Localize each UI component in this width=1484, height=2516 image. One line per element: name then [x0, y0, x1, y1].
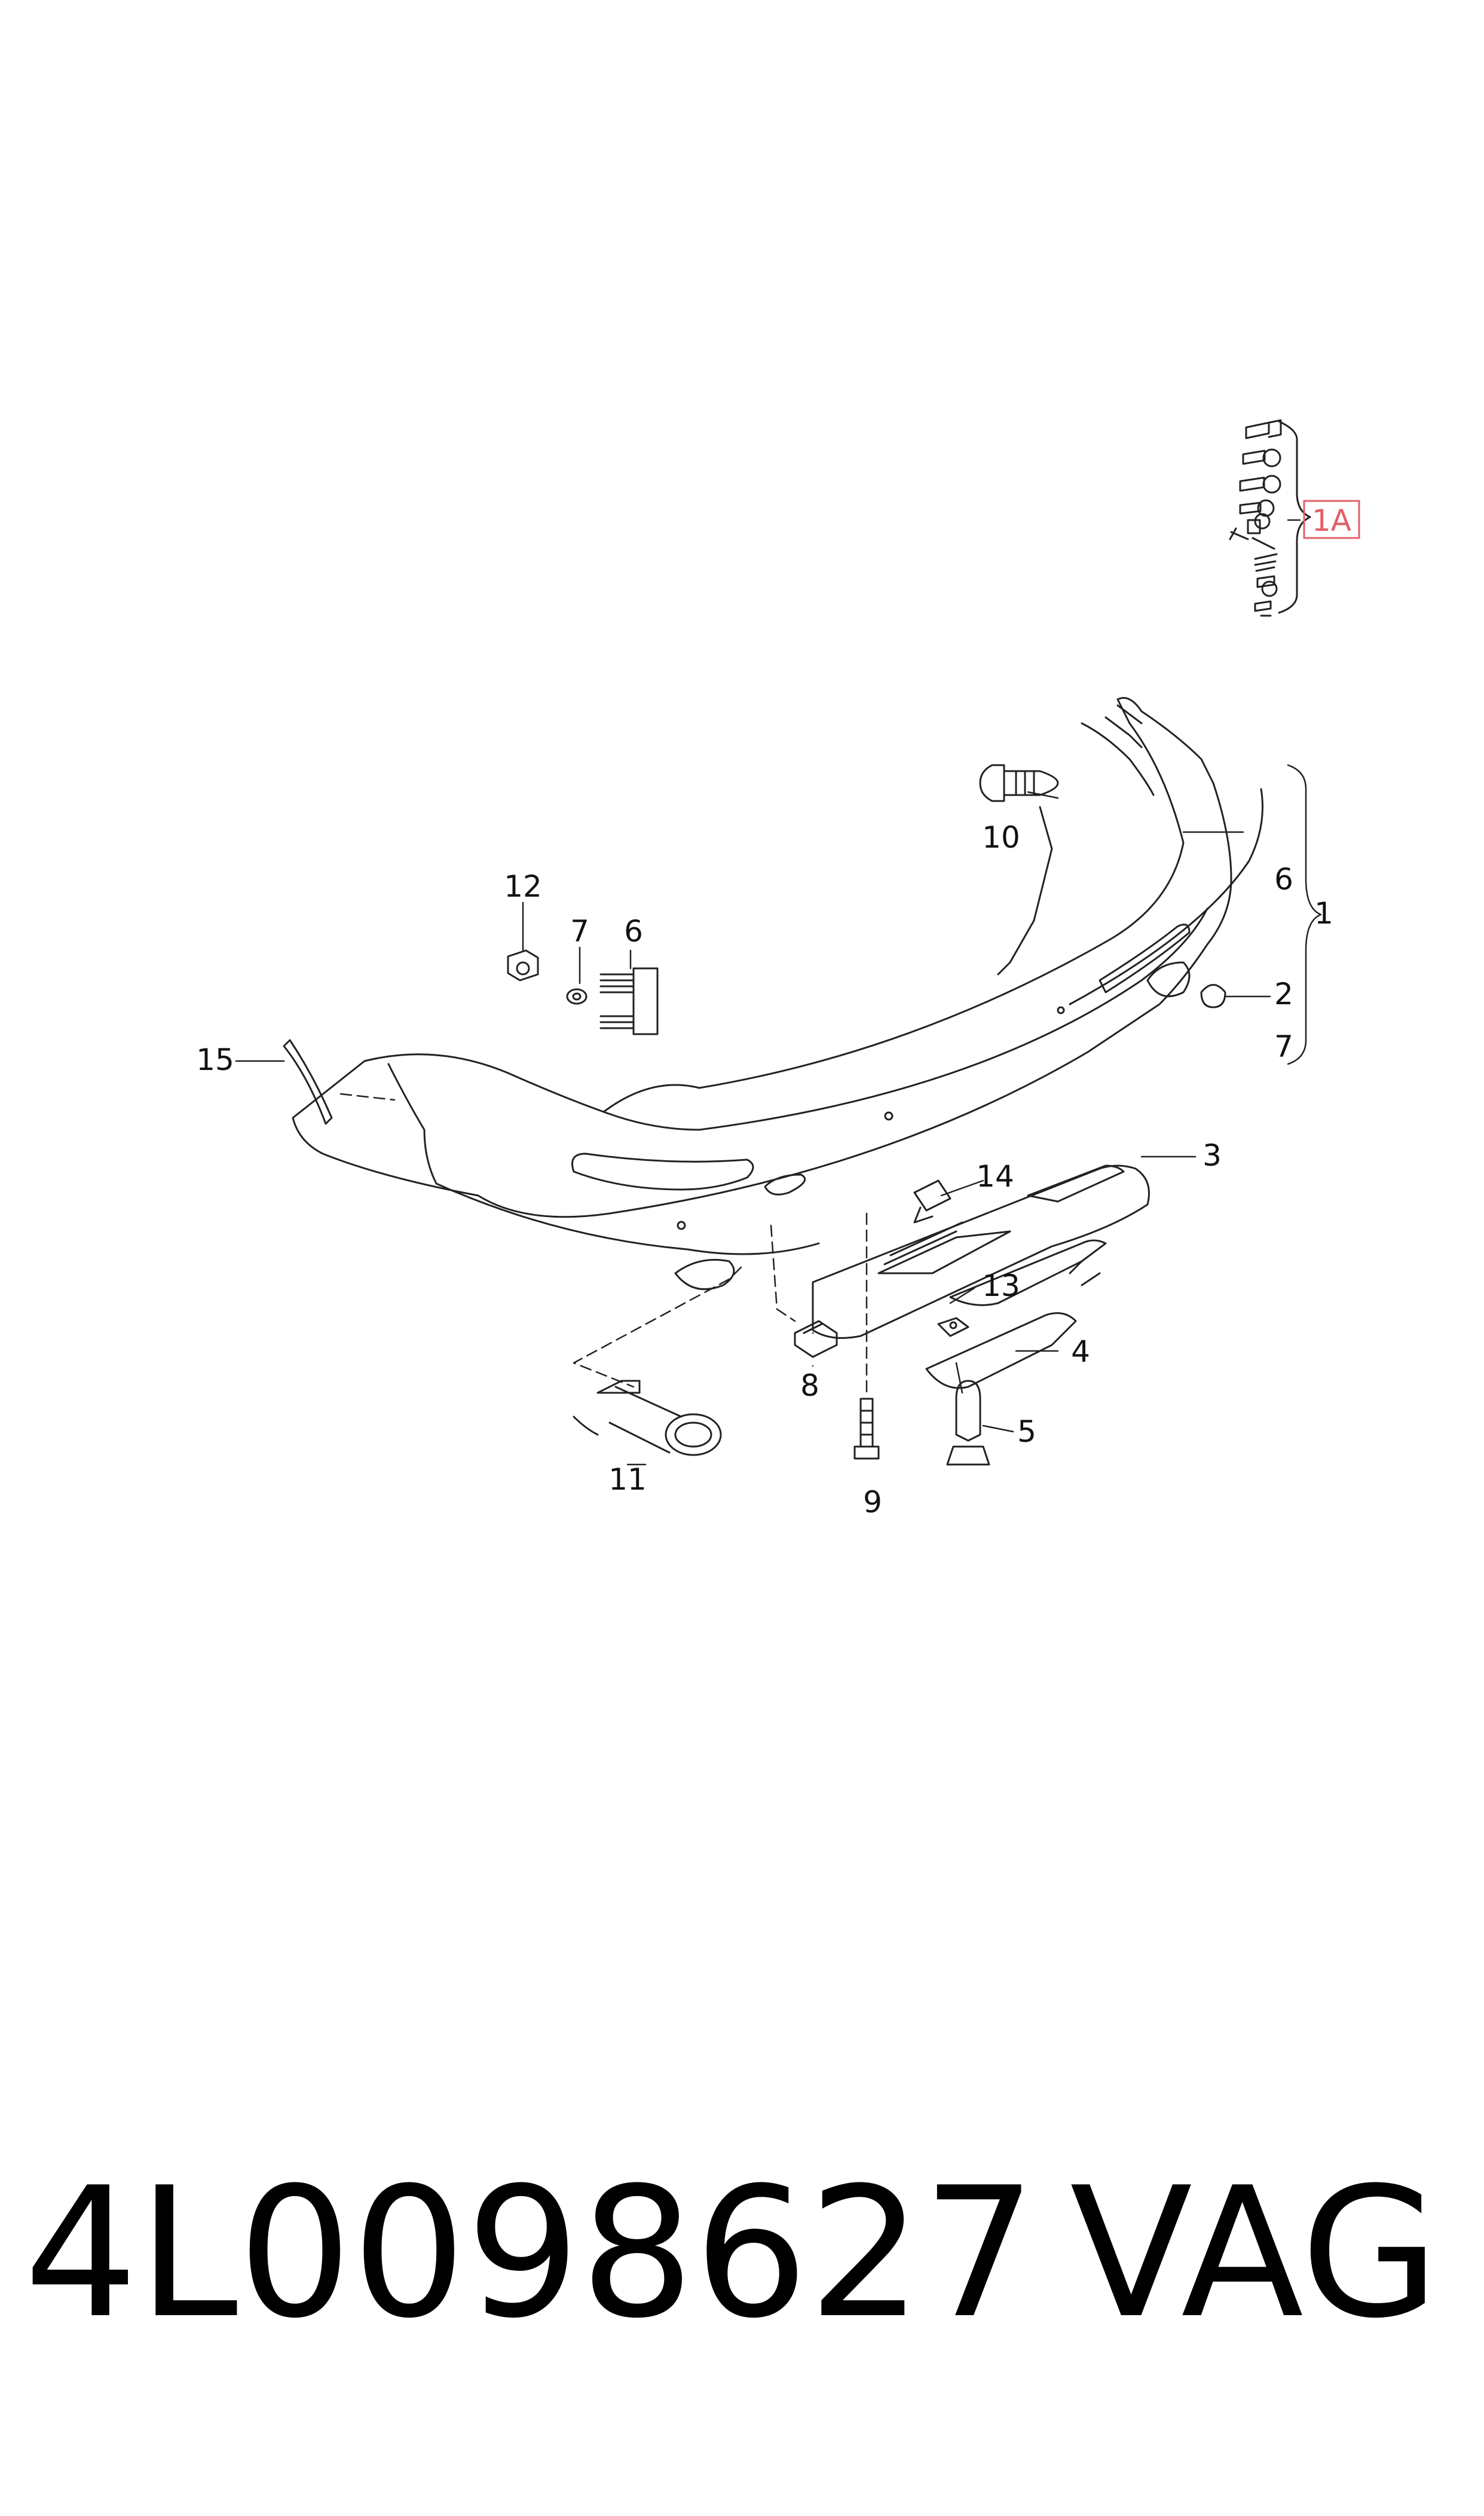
rear-bumper-illustration	[292, 697, 1263, 1291]
callout-1a: 1A	[1312, 503, 1351, 538]
callout-11: 11	[608, 1462, 647, 1497]
callout-15: 15	[196, 1043, 234, 1077]
part-number: 4L0098627	[24, 2149, 1037, 2358]
callout-9: 9	[863, 1485, 882, 1520]
hook-clip-5-illustration	[946, 1380, 990, 1466]
callout-6-right: 6	[1274, 862, 1293, 897]
callout-4: 4	[1071, 1334, 1090, 1369]
callout-2: 2	[1274, 977, 1293, 1011]
clip-nut-8-illustration	[794, 1320, 838, 1358]
callout-12: 12	[504, 869, 542, 904]
plug-2-illustration	[1200, 984, 1226, 1008]
callout-leader-lines	[235, 519, 1322, 1466]
trim-strip-illustration	[283, 1039, 333, 1125]
callout-1a-highlight	[1303, 500, 1360, 539]
footer: 4L0098627 VAG	[0, 2128, 1484, 2379]
callout-5: 5	[1017, 1414, 1036, 1449]
callout-13: 13	[982, 1268, 1020, 1303]
callout-3: 3	[1203, 1138, 1222, 1173]
speed-nut-13-illustration	[937, 1317, 969, 1337]
clip-14-illustration	[913, 1179, 951, 1224]
screw-10-illustration	[979, 764, 1059, 802]
callout-7-right: 7	[1274, 1029, 1293, 1064]
callout-8: 8	[800, 1368, 819, 1403]
tailpipe-11-illustration	[573, 1380, 722, 1456]
bolt-9-illustration	[853, 1398, 880, 1460]
nut-washer-bolts-illustration	[507, 949, 659, 1035]
callout-1: 1	[1314, 896, 1333, 931]
brand-name: VAG	[1070, 2149, 1440, 2358]
assembly-dashed-lines	[339, 1093, 868, 1394]
callout-7-left: 7	[570, 914, 589, 949]
callout-14: 14	[976, 1159, 1014, 1194]
callout-6-left: 6	[624, 914, 643, 949]
callout-10: 10	[982, 820, 1020, 855]
diffuser-3-illustration	[812, 1164, 1150, 1339]
bracket-4-illustration	[925, 1239, 1107, 1389]
fastener-kit-1a-illustration	[1229, 419, 1311, 617]
